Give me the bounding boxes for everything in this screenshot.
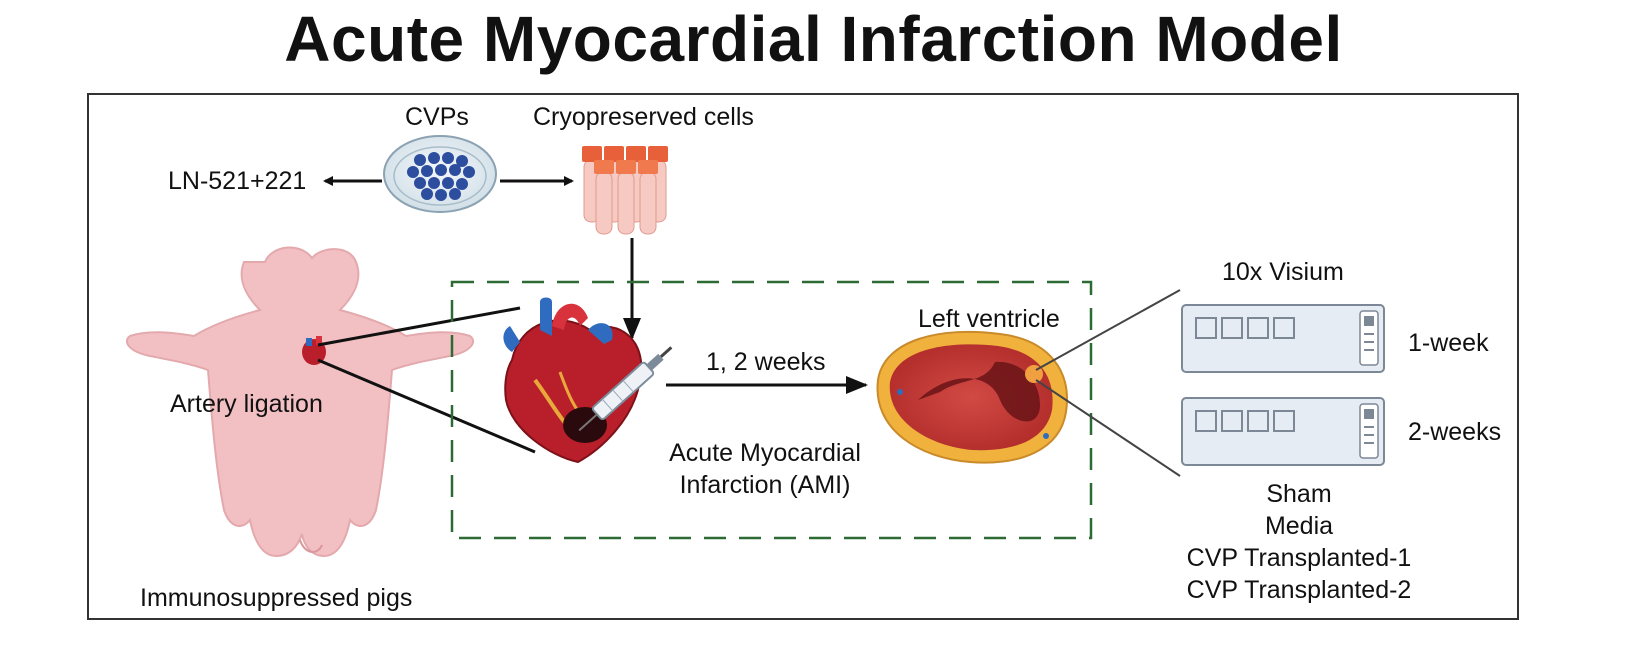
label-ami-line2: Infarction (AMI) bbox=[679, 471, 851, 499]
ventricle-slice-icon bbox=[876, 330, 1068, 464]
group-cvp-1: CVP Transplanted-1 bbox=[1186, 544, 1412, 572]
label-visium: 10x Visium bbox=[1222, 258, 1344, 286]
zoom-line-top bbox=[317, 306, 521, 347]
diagram-frame bbox=[87, 93, 1519, 620]
label-week1: 1-week bbox=[1408, 329, 1489, 357]
label-pigs: Immunosuppressed pigs bbox=[140, 584, 413, 612]
group-sham: Sham bbox=[1266, 480, 1332, 508]
visium-slide-icon bbox=[1181, 304, 1385, 373]
pig-icon bbox=[125, 246, 475, 558]
label-artery-ligation: Artery ligation bbox=[170, 390, 323, 418]
petri-dish-icon bbox=[383, 135, 497, 213]
visium-slide-icon bbox=[1181, 397, 1385, 466]
label-laminin: LN-521+221 bbox=[168, 167, 307, 195]
zoom-line-lv-top bbox=[1035, 289, 1181, 371]
syringe-icon bbox=[578, 346, 673, 432]
diagram-title: Acute Myocardial Infarction Model bbox=[284, 3, 1343, 75]
ami-dashed-box bbox=[450, 280, 1093, 540]
label-cvps: CVPs bbox=[405, 103, 469, 131]
zoom-line-lv-bottom bbox=[1035, 379, 1181, 477]
heart-icon bbox=[503, 297, 643, 464]
group-cvp-2: CVP Transplanted-2 bbox=[1186, 576, 1412, 604]
label-left-ventricle: Left ventricle bbox=[918, 305, 1060, 333]
zoom-line-bottom bbox=[317, 358, 536, 454]
group-media: Media bbox=[1264, 512, 1334, 540]
group-list: Sham Media CVP Transplanted-1 CVP Transp… bbox=[1174, 478, 1424, 606]
label-timepoints: 1, 2 weeks bbox=[706, 348, 826, 376]
label-cryopreserved: Cryopreserved cells bbox=[533, 103, 754, 131]
label-ami-line1: Acute Myocardial bbox=[669, 439, 861, 467]
label-week2: 2-weeks bbox=[1408, 418, 1502, 446]
label-ami: Acute Myocardial Infarction (AMI) bbox=[640, 437, 890, 501]
cryo-tubes-icon bbox=[582, 146, 668, 235]
